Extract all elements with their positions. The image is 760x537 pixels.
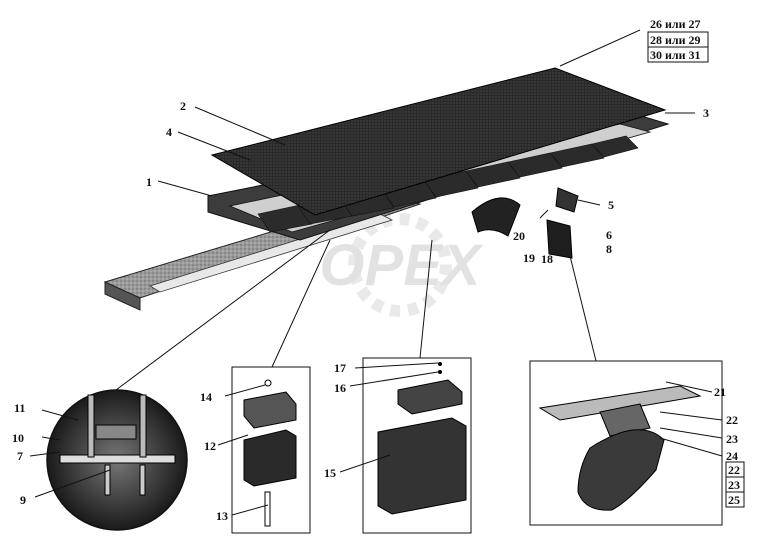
header-group-boxes [647,31,709,63]
header-line-1: 26 или 27 [650,17,701,31]
callout-3: 3 [703,106,709,120]
watermark-text: OPEX [319,233,483,298]
header-line-3: 30 или 31 [650,48,701,62]
boxed-callout-frames [725,461,745,508]
detail-box-mudguard [529,360,723,526]
callout-19: 19 [523,251,535,265]
callout-labels: 26 или 27 28 или 29 30 или 31 1 2 3 4 5 … [12,17,740,523]
detail-box-crossmember [362,357,472,534]
callout-13: 13 [216,509,228,523]
watermark: OPEX [319,213,484,317]
callout-4: 4 [166,125,172,139]
callout-1: 1 [146,175,152,189]
callout-23: 23 [726,432,738,446]
callout-11: 11 [14,401,25,415]
callout-20: 20 [513,229,525,243]
callout-5: 5 [608,198,614,212]
callout-10: 10 [12,431,24,445]
callout-25-boxed: 25 [728,493,740,507]
callout-12: 12 [204,439,216,453]
callout-6: 6 [606,228,612,242]
deck-plate [210,67,667,216]
callout-2: 2 [180,99,186,113]
callout-23-boxed: 23 [728,478,740,492]
mudguard-assembly [471,187,579,259]
leader-lines [29,29,723,516]
detail-circle-fastening [46,389,188,531]
callout-22: 22 [726,413,738,427]
callout-16: 16 [334,381,346,395]
callout-21: 21 [714,385,726,399]
callout-8: 8 [606,242,612,256]
callout-7: 7 [17,449,23,463]
callout-18: 18 [541,252,553,266]
callout-9: 9 [20,493,26,507]
callout-22-boxed: 22 [728,463,740,477]
detail-box-bracket [231,366,311,534]
header-line-2: 28 или 29 [650,33,701,47]
callout-15: 15 [324,466,336,480]
callout-14: 14 [200,390,212,404]
callout-24: 24 [726,449,738,463]
callout-17: 17 [334,361,346,375]
